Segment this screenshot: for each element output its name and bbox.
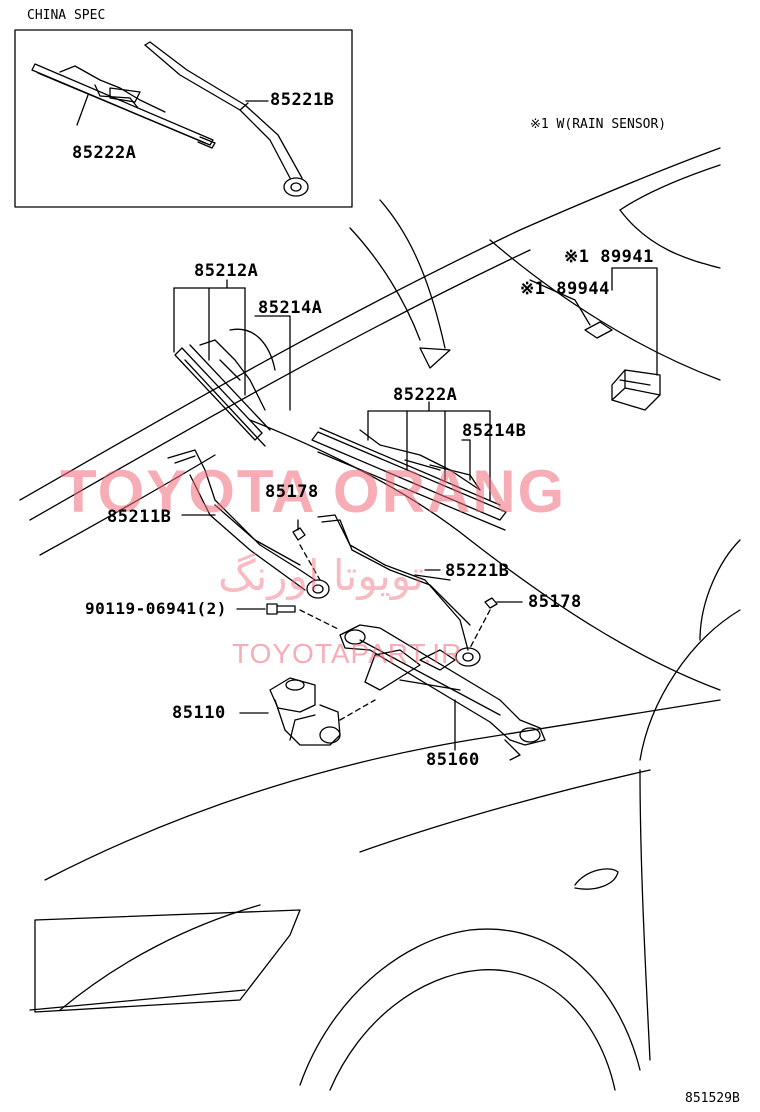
part-label-85211B: 85211B — [107, 507, 172, 527]
part-label-85160: 85160 — [426, 750, 480, 770]
link-drawing — [339, 624, 546, 761]
bolt-drawing — [266, 603, 296, 615]
watermark-main: TOYOTA ORANG — [60, 458, 567, 525]
rain-sensor-drawing — [584, 321, 661, 411]
watermark-persian: تویوتا اورنگ — [218, 551, 425, 600]
part-label-85221B-china: 85221B — [270, 90, 335, 110]
part-label-85178-left: 85178 — [265, 482, 319, 502]
watermark-site: TOYOTAPART.IR — [232, 638, 463, 669]
part-label-89944: ※1 89944 — [520, 279, 610, 299]
diagram-code: 851529B — [685, 1091, 740, 1106]
cap-left-drawing — [292, 527, 306, 541]
motor-drawing — [269, 677, 341, 746]
right-arm-drawing — [317, 514, 481, 667]
part-label-85222A: 85222A — [393, 385, 458, 405]
part-label-85222A-china: 85222A — [72, 143, 137, 163]
part-label-85110: 85110 — [172, 703, 226, 723]
part-label-89941: ※1 89941 — [564, 247, 654, 267]
left-blade-drawing — [174, 328, 276, 447]
rain-sensor-note: ※1 W(RAIN SENSOR) — [530, 117, 667, 132]
part-label-85221B: 85221B — [445, 561, 510, 581]
part-label-85214A: 85214A — [258, 298, 323, 318]
china-spec-label: CHINA SPEC — [27, 8, 106, 23]
china-arm-drawing — [144, 41, 309, 197]
part-label-85178-right: 85178 — [528, 592, 582, 612]
cap-right-drawing — [484, 597, 498, 609]
part-label-90119: 90119-06941(2) — [85, 599, 227, 618]
right-blade-drawing — [311, 427, 507, 531]
china-blade-drawing — [31, 63, 216, 149]
left-arm-drawing — [167, 449, 330, 599]
china-spec-box — [14, 29, 353, 208]
part-label-85212A: 85212A — [194, 261, 259, 281]
part-label-85214B: 85214B — [462, 421, 527, 441]
